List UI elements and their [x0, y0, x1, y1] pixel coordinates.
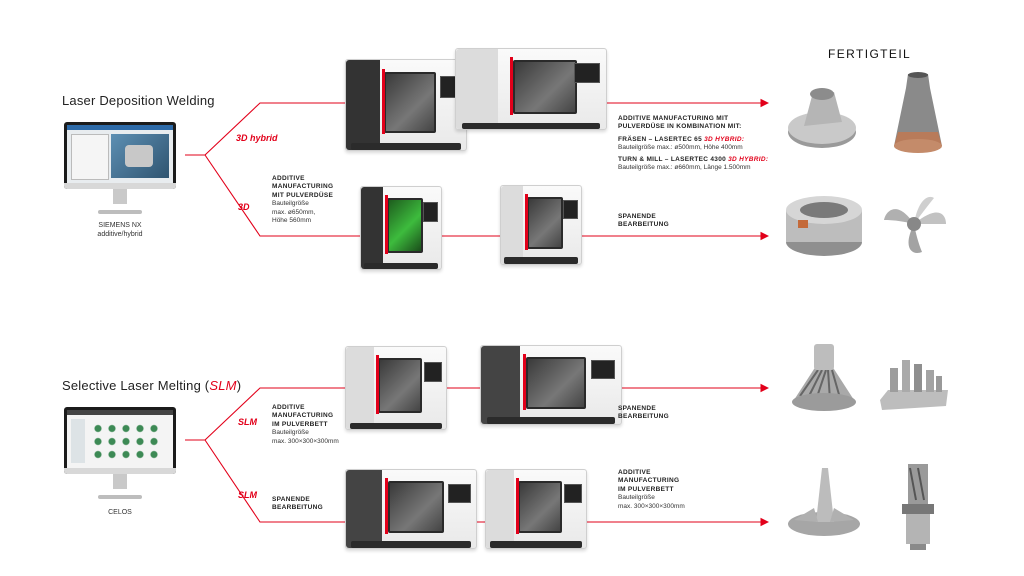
- finished-part-image-multi-parts: [880, 360, 948, 410]
- ldw-3d-desc-l1: Bauteilgröße: [272, 200, 309, 208]
- slm-upper-desc-h3: IM PULVERBETT: [272, 420, 328, 428]
- slm-lower-second-h2: MANUFACTURING: [618, 477, 680, 485]
- slm-lower-second-l1: Bauteilgröße: [618, 494, 655, 502]
- slm-computer-monitor-icon: [64, 407, 176, 499]
- slm-title-accent: SLM: [209, 378, 237, 393]
- ldw-3d-second-description: SPANENDE BEARBEITUNG: [618, 213, 698, 230]
- ldw-hybrid-item2-accent: 3D hybrid:: [728, 155, 769, 163]
- dmu-milling-machine-image-lower: [345, 462, 477, 554]
- slm-upper-second-description: SPANENDE BEARBEITUNG: [618, 405, 698, 422]
- finished-part-image-shaft-tool: [902, 464, 934, 550]
- ldw-3d-second-h1: SPANENDE: [618, 213, 657, 220]
- ldw-hybrid-description: ADDITIVE MANUFACTURING MIT PULVERDÜSE IN…: [618, 115, 778, 172]
- finished-part-title: FERTIGTEIL: [828, 47, 912, 61]
- slm-upper-description: ADDITIVE MANUFACTURING IM PULVERBETT Bau…: [272, 404, 362, 446]
- slm-upper-desc-l1: Bauteilgröße: [272, 429, 309, 437]
- finished-part-image-impeller: [884, 196, 946, 253]
- finished-part-image-bracket: [788, 88, 856, 148]
- ldw-3d-desc-l2: max. ø650mm,: [272, 208, 316, 216]
- finished-part-image-housing: [786, 196, 862, 256]
- ldw-computer-monitor-icon: [64, 122, 176, 214]
- slm-lower-second-l2: max. 300×300×300mm: [618, 502, 685, 510]
- slm-lower-second-h3: IM PULVERBETT: [618, 485, 674, 493]
- slm-lower-desc-h1: SPANENDE: [272, 496, 311, 503]
- slm-upper-second-h1: SPANENDE: [618, 405, 657, 412]
- slm-lower-second-description: ADDITIVE MANUFACTURING IM PULVERBETT Bau…: [618, 469, 708, 511]
- ldw-branch-lower-line: [204, 154, 770, 241]
- slm-title-close: ): [236, 378, 242, 393]
- lasertec-slm-machine-image-upper: [345, 338, 447, 436]
- ldw-hybrid-item2-title: TURN & MILL – LASERTEC 4300: [618, 155, 729, 163]
- slm-lower-desc-h2: BEARBEITUNG: [272, 504, 323, 512]
- slm-branch-label-lower: SLM: [238, 490, 257, 500]
- ldw-hybrid-item2-detail: Bauteilgröße max.: ø660mm, Länge 1.500mm: [618, 164, 751, 172]
- ldw-monitor-label: SIEMENS NX additive/hybrid: [70, 221, 170, 239]
- ldw-hybrid-item1-detail: Bauteilgröße max.: ø500mm, Höhe 400mm: [618, 144, 743, 152]
- lasertec-65-hybrid-machine-image: [345, 50, 467, 158]
- ldw-3d-desc-h1: ADDITIVE: [272, 175, 305, 182]
- lasertec-3d-machine-image: [360, 178, 442, 276]
- milling-machine-3d-image: [500, 178, 582, 270]
- slm-section-title: Selective Laser Melting (SLM): [62, 378, 241, 393]
- ldw-section-title: Laser Deposition Welding: [62, 93, 215, 108]
- dmu-milling-machine-image-upper: [480, 338, 622, 430]
- ldw-monitor-label-line2: additive/hybrid: [97, 231, 143, 238]
- ldw-hybrid-item1-title: FRÄSEN – LASERTEC 65: [618, 135, 705, 143]
- slm-title-main: Selective Laser Melting (: [62, 378, 210, 393]
- finished-part-image-spike: [788, 468, 860, 536]
- ldw-3d-desc-h3: MIT PULVERDÜSE: [272, 191, 334, 199]
- slm-upper-desc-l2: max. 300×300×300mm: [272, 437, 339, 445]
- ldw-monitor-label-line1: SIEMENS NX: [98, 222, 142, 229]
- ldw-hybrid-heading-1: ADDITIVE MANUFACTURING MIT: [618, 115, 729, 122]
- slm-upper-desc-h1: ADDITIVE: [272, 404, 305, 411]
- ldw-3d-desc-h2: MANUFACTURING: [272, 183, 334, 191]
- slm-monitor-label: CELOS: [108, 509, 132, 516]
- slm-upper-second-h2: BEARBEITUNG: [618, 413, 669, 421]
- finished-part-image-lattice-cone: [792, 344, 856, 411]
- ldw-3d-second-h2: BEARBEITUNG: [618, 221, 669, 229]
- lasertec-4300-hybrid-machine-image: [455, 40, 607, 136]
- slm-lower-second-h1: ADDITIVE: [618, 469, 651, 476]
- ldw-3d-description: ADDITIVE MANUFACTURING MIT PULVERDÜSE Ba…: [272, 175, 352, 225]
- ldw-hybrid-item1-accent: 3D hybrid:: [704, 135, 745, 143]
- slm-lower-description: SPANENDE BEARBEITUNG: [272, 496, 352, 513]
- ldw-3d-desc-l3: Höhe 560mm: [272, 217, 312, 225]
- ldw-branch-label-hybrid: 3D hybrid: [236, 133, 278, 143]
- slm-upper-desc-h2: MANUFACTURING: [272, 412, 334, 420]
- finished-part-image-nozzle: [894, 72, 942, 153]
- ldw-hybrid-heading-2: PULVERDÜSE IN KOMBINATION MIT:: [618, 123, 742, 131]
- ldw-branch-label-3d: 3D: [238, 202, 250, 212]
- slm-branch-label-upper: SLM: [238, 417, 257, 427]
- lasertec-slm-machine-image-lower: [485, 462, 587, 554]
- slm-branch-lower-line: [204, 439, 770, 527]
